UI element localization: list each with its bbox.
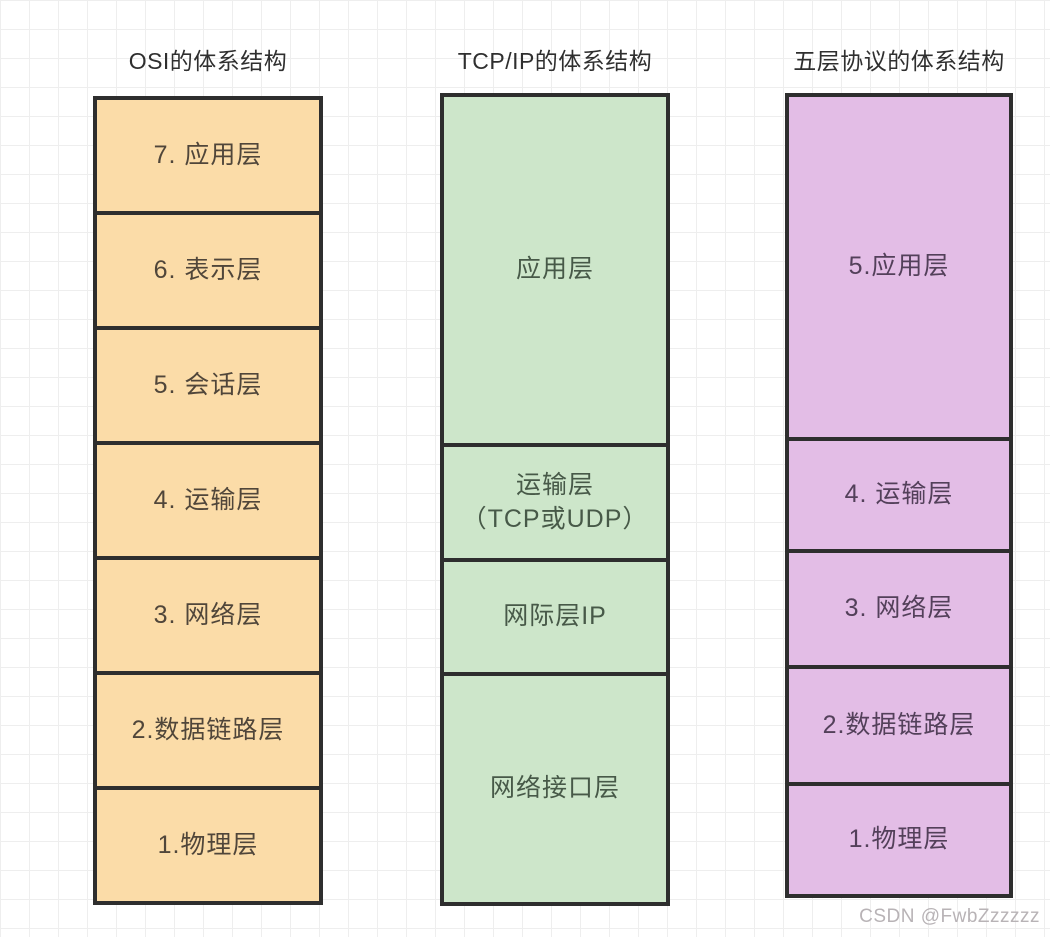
five-layer-column-title: 五层协议的体系结构: [793, 48, 1005, 74]
tcpip-column: 应用层 运输层 （TCP或UDP） 网际层IP 网络接口层: [440, 93, 670, 906]
five-layer-3-network: 3. 网络层: [785, 549, 1013, 669]
five-layer-5-application: 5.应用层: [785, 93, 1013, 441]
layer-label: 6. 表示层: [153, 255, 263, 284]
layer-label: 7. 应用层: [153, 140, 263, 169]
layer-sublabel: （TCP或UDP）: [461, 504, 649, 533]
five-layer-4-transport: 4. 运输层: [785, 437, 1013, 553]
layer-label: 应用层: [515, 255, 594, 284]
tcpip-application-layer: 应用层: [440, 93, 670, 447]
layer-label: 2.数据链路层: [131, 715, 285, 744]
five-layer-1-physical: 1.物理层: [785, 782, 1013, 898]
layer-label: 1.物理层: [848, 825, 950, 854]
layer-label: 网际层IP: [503, 602, 607, 631]
osi-layer-3-network: 3. 网络层: [93, 556, 323, 675]
osi-layer-1-physical: 1.物理层: [93, 786, 323, 905]
tcpip-column-title: TCP/IP的体系结构: [457, 48, 653, 74]
layer-label: 5. 会话层: [153, 370, 263, 399]
layer-label: 3. 网络层: [153, 600, 263, 629]
osi-column: 7. 应用层 6. 表示层 5. 会话层 4. 运输层 3. 网络层 2.数据链…: [93, 96, 323, 905]
tcpip-internet-layer: 网际层IP: [440, 558, 670, 676]
layer-label: 1.物理层: [157, 830, 259, 859]
five-layer-2-datalink: 2.数据链路层: [785, 665, 1013, 786]
layer-label: 3. 网络层: [844, 594, 954, 623]
osi-layer-5-session: 5. 会话层: [93, 326, 323, 445]
tcpip-transport-layer: 运输层 （TCP或UDP）: [440, 443, 670, 562]
osi-layer-2-datalink: 2.数据链路层: [93, 671, 323, 790]
osi-layer-7-application: 7. 应用层: [93, 96, 323, 215]
osi-column-title: OSI的体系结构: [128, 48, 288, 74]
layer-label: 2.数据链路层: [822, 710, 976, 739]
osi-layer-4-transport: 4. 运输层: [93, 441, 323, 560]
layer-label: 4. 运输层: [844, 480, 954, 509]
layer-label: 网络接口层: [489, 774, 620, 803]
five-layer-column: 5.应用层 4. 运输层 3. 网络层 2.数据链路层 1.物理层: [785, 93, 1013, 898]
osi-layer-6-presentation: 6. 表示层: [93, 211, 323, 330]
layer-label: 运输层: [515, 470, 594, 499]
layer-label: 4. 运输层: [153, 485, 263, 514]
layer-label: 5.应用层: [848, 252, 950, 281]
tcpip-network-interface-layer: 网络接口层: [440, 672, 670, 906]
csdn-watermark: CSDN @FwbZzzzzz: [859, 906, 1040, 927]
